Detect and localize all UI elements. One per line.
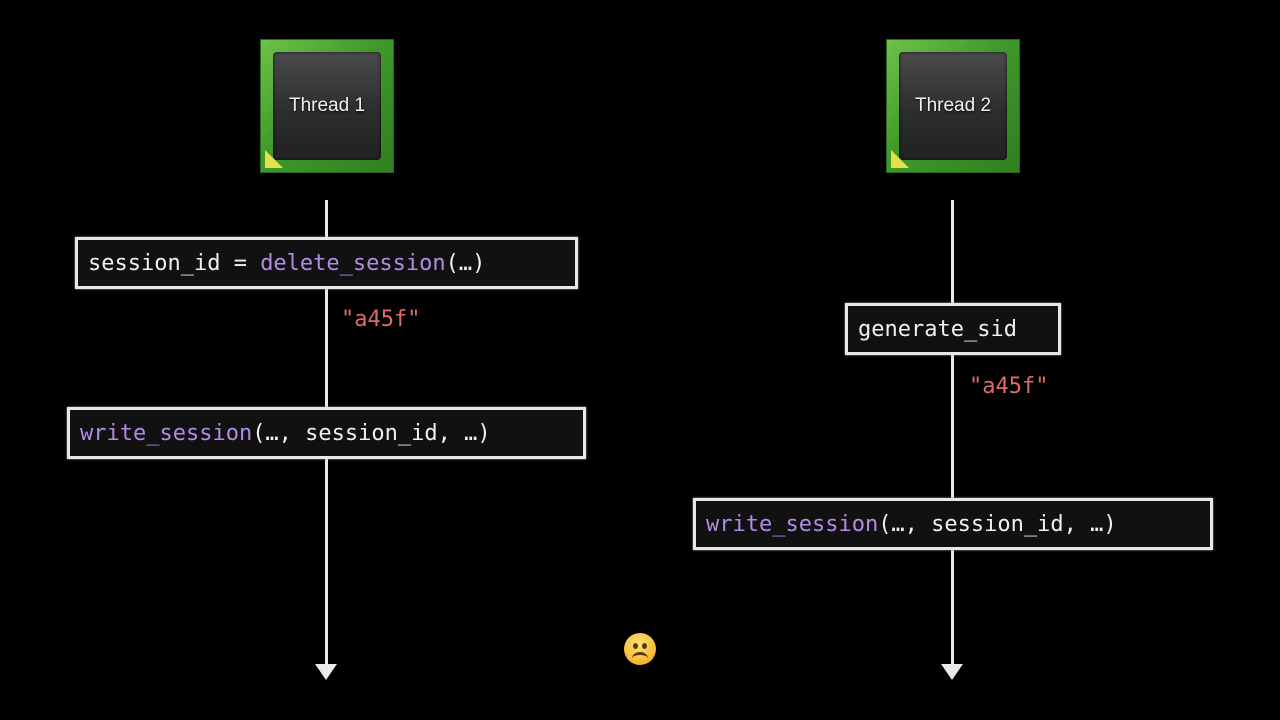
thread-1-write-session-fn: write_session (80, 420, 253, 446)
thread-2-write-session-args: (…, session_id, …) (878, 511, 1117, 537)
thread-2-write-session-fn: write_session (706, 511, 879, 537)
worried-face-icon (624, 633, 656, 665)
worried-face-left-eye (633, 643, 638, 649)
worried-face-mouth (632, 652, 648, 665)
thread-1-corner-marker (265, 150, 283, 168)
worried-face-right-eye (642, 643, 647, 649)
thread-1-write-session-args: (…, session_id, …) (252, 420, 491, 446)
thread-2-timeline (951, 200, 954, 666)
thread-2-write-session-call: write_session(…, session_id, …) (693, 498, 1213, 550)
thread-2-tile: Thread 2 (886, 39, 1020, 173)
thread-2-generate-sid-text: generate_sid (858, 316, 1017, 342)
thread-2-return-value: "a45f" (969, 374, 1049, 399)
thread-2-arrowhead-icon (941, 664, 963, 680)
thread-1-title: Thread 1 (288, 95, 366, 116)
thread-1-arrowhead-icon (315, 664, 337, 680)
thread-1-tile-face: Thread 1 (273, 52, 381, 160)
thread-2-tile-face: Thread 2 (899, 52, 1007, 160)
thread-1-write-session-call: write_session(…, session_id, …) (67, 407, 586, 459)
thread-2-generate-sid-call: generate_sid (845, 303, 1061, 355)
thread-1-assign-prefix: session_id = (88, 250, 261, 276)
thread-1-tile: Thread 1 (260, 39, 394, 173)
thread-1-delete-session-call: session_id = delete_session(…) (75, 237, 578, 289)
thread-1-return-value: "a45f" (341, 307, 421, 332)
thread-1-delete-session-args: (…) (445, 250, 486, 276)
thread-2-corner-marker (891, 150, 909, 168)
thread-2-title: Thread 2 (914, 95, 992, 116)
thread-1-delete-session-fn: delete_session (260, 250, 446, 276)
